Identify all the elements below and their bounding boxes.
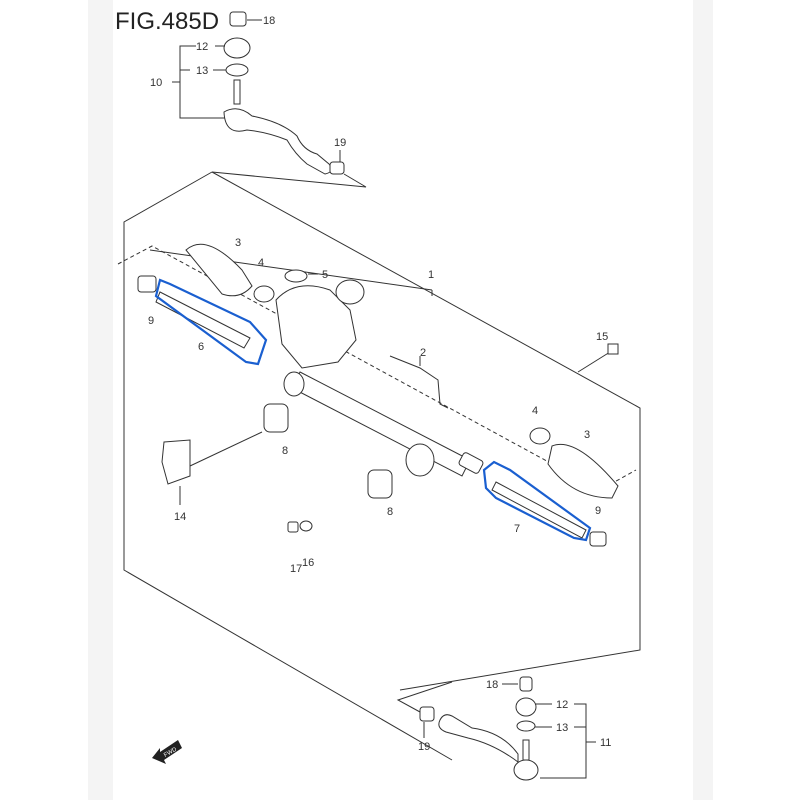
callout-8: 8 [282,445,288,457]
callout-14: 14 [174,511,186,523]
forward-direction-arrow: FWD [152,740,182,764]
boot-12-bottom [515,697,537,717]
callout-10: 10 [150,77,162,89]
clamp-4-left [253,285,275,303]
tie-rod-end-body-top [223,108,332,175]
clamp-4-right [529,427,551,445]
tie-rod-end-top: 18 12 13 10 19 [150,11,367,188]
inner-tie-rod-7 [491,481,587,539]
diagram-sheet [113,8,693,800]
tie-rod-end-bottom: 19 18 12 13 11 [396,676,611,781]
bracket-14 [161,439,191,485]
rack-housing [275,279,484,477]
ring-13-bottom [516,720,536,732]
nut-19-top [329,161,345,175]
callout-6: 6 [198,341,204,353]
nut-18-bottom [519,676,533,692]
pipe-2 [389,355,449,409]
highlight-outline-right [482,460,592,542]
callout-17: 17 [290,563,302,575]
part-5 [284,269,308,283]
ring-13-top [225,63,249,77]
boot-3-right [547,443,619,499]
bolt-15 [577,351,611,373]
callout-2: 2 [420,347,426,359]
highlight-outline-left [154,278,268,366]
page-margin-right [693,0,713,800]
callout-3: 3 [584,429,590,441]
callout-13: 13 [556,722,568,734]
boot-3-left [185,243,253,297]
callout-4: 4 [258,257,264,269]
callout-12: 12 [196,41,208,53]
callout-18: 18 [263,15,275,27]
nut-18-top [229,11,247,27]
callout-4: 4 [532,405,538,417]
callout-18: 18 [486,679,498,691]
boot-12-top [223,37,251,59]
callout-19: 19 [418,741,430,753]
callout-7: 7 [514,523,520,535]
callout-8: 8 [387,506,393,518]
assembly-frame [123,171,453,761]
figure-title: FIG.485D [115,8,220,35]
callout-12: 12 [556,699,568,711]
bushing-8-left [263,403,289,433]
callout-1: 1 [428,269,434,281]
nut-17 [287,521,299,533]
washer-16 [299,520,313,532]
callout-9: 9 [148,315,154,327]
callout-19: 19 [334,137,346,149]
nut-19-bottom [419,706,435,722]
tie-rod-end-body-bottom [438,714,519,763]
callout-13: 13 [196,65,208,77]
callout-16: 16 [302,557,314,569]
callout-11: 11 [600,737,611,749]
bushing-8-right [367,469,393,499]
lock-washer-9-right [589,531,607,547]
inner-tie-rod-6 [155,291,251,349]
callout-15: 15 [596,331,608,343]
callout-5: 5 [322,269,328,281]
callout-9: 9 [595,505,601,517]
callout-3: 3 [235,237,241,249]
lock-washer-9-left [137,275,157,293]
page-margin-left [88,0,113,800]
